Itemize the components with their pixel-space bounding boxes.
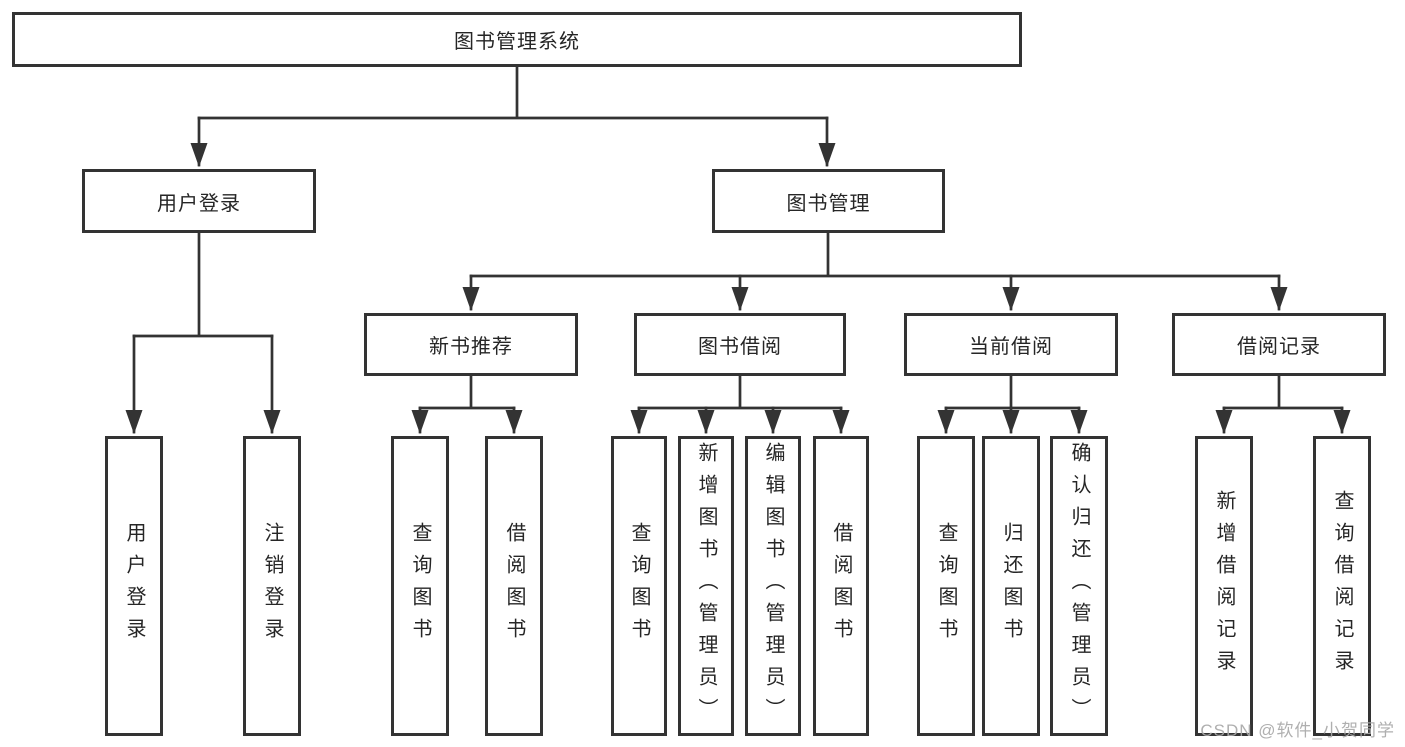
node-label: 查询图书 xyxy=(935,522,957,650)
connector-new-book-recommend-trunk xyxy=(418,374,516,410)
node-book-management: 图书管理 xyxy=(712,169,945,233)
node-user-login: 用户登录 xyxy=(82,169,316,233)
leaf-edit-books-admin: 编辑图书（管理员） xyxy=(745,436,801,736)
connector-user-login-trunk xyxy=(132,231,274,338)
node-label: 确认归还（管理员） xyxy=(1068,442,1090,730)
node-book-borrowing: 图书借阅 xyxy=(634,313,846,376)
node-label: 用户登录 xyxy=(157,192,241,215)
leaf-query-books-current: 查询图书 xyxy=(917,436,975,736)
node-label: 用户登录 xyxy=(123,522,145,650)
node-label: 编辑图书（管理员） xyxy=(762,442,784,730)
node-library-system: 图书管理系统 xyxy=(12,12,1022,67)
leaf-query-books-borrowing: 查询图书 xyxy=(611,436,667,736)
node-label: 查询借阅记录 xyxy=(1331,490,1353,682)
node-label: 借阅图书 xyxy=(830,522,852,650)
node-label: 借阅记录 xyxy=(1237,336,1321,358)
node-label: 图书管理 xyxy=(786,192,871,215)
connector-current-borrowing-trunk xyxy=(944,374,1081,410)
node-label: 借阅图书 xyxy=(503,522,525,650)
leaf-user-login: 用户登录 xyxy=(105,436,163,736)
node-label: 当前借阅 xyxy=(969,336,1053,358)
node-label: 新增借阅记录 xyxy=(1213,490,1235,682)
node-borrowing-records: 借阅记录 xyxy=(1172,313,1386,376)
node-label: 查询图书 xyxy=(628,522,650,650)
leaf-add-books-admin: 新增图书（管理员） xyxy=(678,436,734,736)
connector-borrowing-records-trunk xyxy=(1222,374,1344,410)
node-current-borrowing: 当前借阅 xyxy=(904,313,1118,376)
connector-book-management-trunk xyxy=(469,231,1281,278)
watermark: CSDN @软件_小贺同学 xyxy=(1200,721,1395,740)
leaf-logout: 注销登录 xyxy=(243,436,301,736)
node-label: 查询图书 xyxy=(409,522,431,650)
node-label: 归还图书 xyxy=(1000,522,1022,650)
connector-root-trunk xyxy=(197,65,829,120)
leaf-borrow-books-recommend: 借阅图书 xyxy=(485,436,543,736)
leaf-return-books: 归还图书 xyxy=(982,436,1040,736)
node-label: 图书借阅 xyxy=(698,336,782,358)
leaf-query-borrow-record: 查询借阅记录 xyxy=(1313,436,1371,736)
node-new-book-recommend: 新书推荐 xyxy=(364,313,578,376)
node-label: 图书管理系统 xyxy=(454,31,580,53)
leaf-confirm-return-admin: 确认归还（管理员） xyxy=(1050,436,1108,736)
node-label: 注销登录 xyxy=(261,522,283,650)
node-label: 新书推荐 xyxy=(429,336,513,358)
leaf-query-books-recommend: 查询图书 xyxy=(391,436,449,736)
connector-book-borrowing-trunk xyxy=(637,374,843,410)
node-label: 新增图书（管理员） xyxy=(695,442,717,730)
leaf-add-borrow-record: 新增借阅记录 xyxy=(1195,436,1253,736)
leaf-borrow-books-borrowing: 借阅图书 xyxy=(813,436,869,736)
